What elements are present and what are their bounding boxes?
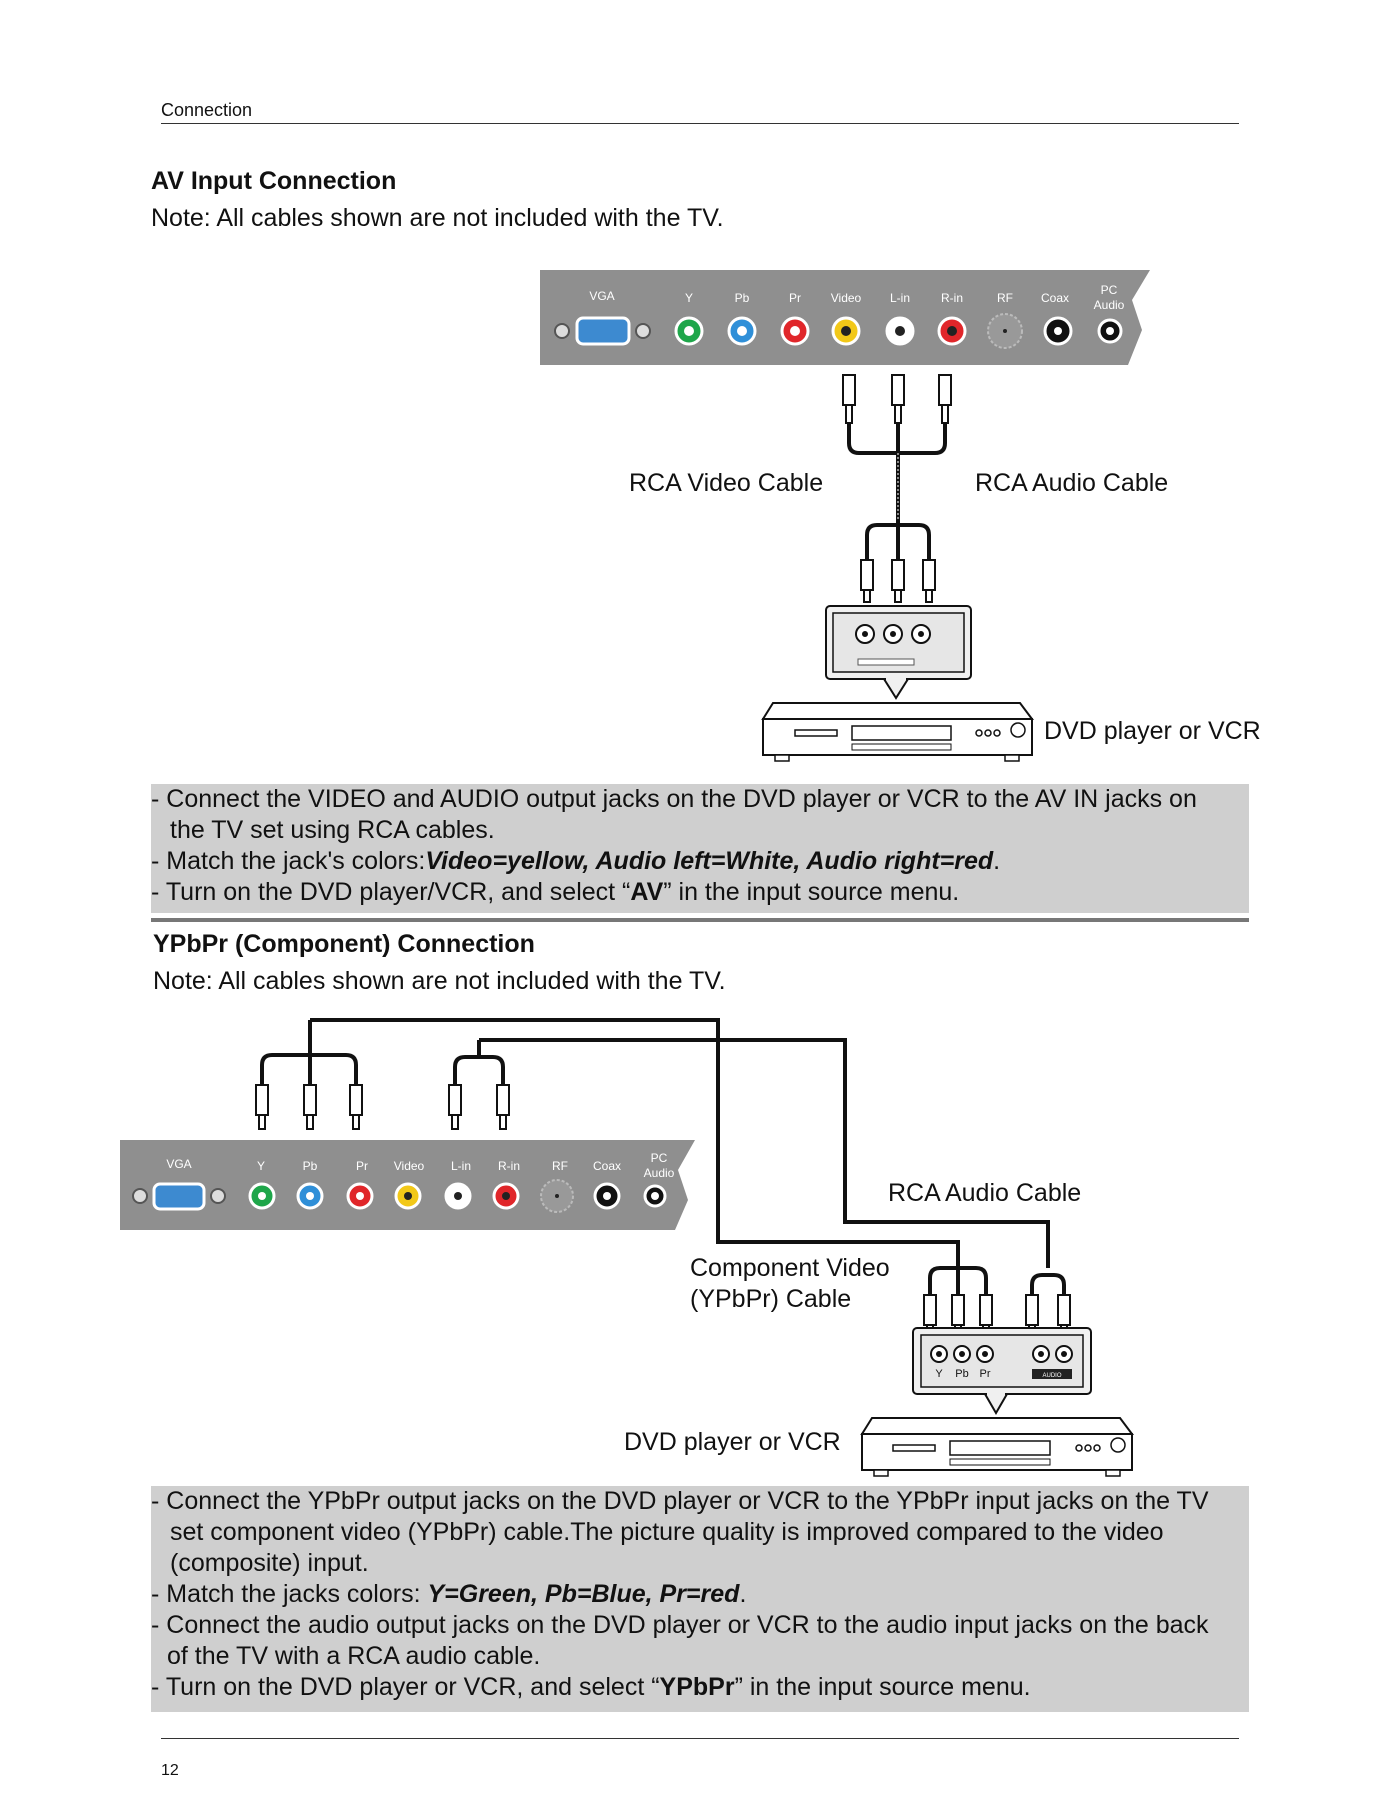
av-label-vga: VGA bbox=[589, 289, 614, 303]
av-instruction-1: - Connect the VIDEO and AUDIO output jac… bbox=[151, 785, 1197, 813]
av-top-plugs bbox=[842, 374, 952, 424]
ypbpr-label-pb: Pb bbox=[303, 1159, 318, 1173]
av-panel-labels: VGA Y Pb Pr Video L-in R-in RF Coax PC A… bbox=[589, 283, 1124, 312]
av-vga-screw-right bbox=[635, 323, 651, 339]
av-label-pc: PC bbox=[1101, 283, 1118, 297]
ypbpr-label-coax: Coax bbox=[593, 1159, 621, 1173]
ypbpr-instruction-3-cont: of the TV with a RCA audio cable. bbox=[167, 1642, 541, 1670]
ypbpr-vga-screw-right bbox=[210, 1188, 226, 1204]
av-instruction-3: - Turn on the DVD player/VCR, and select… bbox=[151, 878, 960, 906]
ypbpr-device-jack-labels: Y Pb Pr bbox=[935, 1368, 991, 1380]
av-label-lin: L-in bbox=[890, 291, 910, 305]
ypbpr-label-y: Y bbox=[257, 1159, 265, 1173]
page-header-section: Connection bbox=[161, 100, 253, 120]
av-instructions-box: - Connect the VIDEO and AUDIO output jac… bbox=[151, 784, 1249, 913]
ypbpr-component-cable-route bbox=[310, 1018, 960, 1268]
svg-text:Pr: Pr bbox=[980, 1368, 991, 1380]
page-number: 12 bbox=[161, 1762, 179, 1779]
ypbpr-section-title: YPbPr (Component) Connection bbox=[153, 930, 535, 958]
ypbpr-dvd-player-icon bbox=[860, 1417, 1134, 1477]
section-divider bbox=[151, 918, 1249, 922]
ypbpr-device-audio-badge bbox=[1032, 1369, 1072, 1379]
ypbpr-note: Note: All cables shown are not included … bbox=[153, 967, 726, 995]
ypbpr-instruction-4: - Turn on the DVD player or VCR, and sel… bbox=[151, 1673, 1031, 1701]
ypbpr-jacks bbox=[248, 1179, 667, 1213]
ypbpr-tv-audio-loop bbox=[453, 1055, 505, 1085]
av-bottom-plugs bbox=[860, 559, 936, 603]
ypbpr-vga-screw-left bbox=[132, 1188, 148, 1204]
av-jacks bbox=[674, 313, 1123, 349]
ypbpr-label-pr: Pr bbox=[356, 1159, 368, 1173]
ypbpr-device-audio-loop bbox=[1030, 1273, 1066, 1295]
av-label-video: Video bbox=[831, 291, 862, 305]
ypbpr-audio-cable-route bbox=[479, 1038, 1050, 1268]
ypbpr-connection-diagram: VGA Y Pb Pr Video L-in R-in RF Coax PC A… bbox=[120, 1018, 1134, 1477]
ypbpr-instruction-1: - Connect the YPbPr output jacks on the … bbox=[151, 1487, 1209, 1515]
ypbpr-component-cable-label-line1: Component Video bbox=[690, 1254, 890, 1282]
av-instruction-1-cont: the TV set using RCA cables. bbox=[170, 816, 495, 844]
av-label-rf: RF bbox=[997, 291, 1013, 305]
ypbpr-panel-labels: VGA Y Pb Pr Video L-in R-in RF Coax PC A… bbox=[166, 1151, 674, 1180]
av-rca-video-cable-label: RCA Video Cable bbox=[629, 469, 824, 497]
ypbpr-instruction-2: - Match the jacks colors: Y=Green, Pb=Bl… bbox=[151, 1580, 747, 1608]
header-rule bbox=[161, 123, 1239, 124]
ypbpr-device-label: DVD player or VCR bbox=[624, 1428, 841, 1456]
ypbpr-instruction-3: - Connect the audio output jacks on the … bbox=[151, 1611, 1209, 1639]
svg-text:Y: Y bbox=[935, 1368, 943, 1380]
ypbpr-callout-pointer bbox=[983, 1393, 1009, 1415]
av-label-coax: Coax bbox=[1041, 291, 1069, 305]
ypbpr-vga-port-icon bbox=[152, 1182, 206, 1211]
ypbpr-label-lin: L-in bbox=[451, 1159, 471, 1173]
ypbpr-tv-audio-plugs bbox=[448, 1084, 510, 1130]
av-instruction-2: - Match the jack's colors:Video=yellow, … bbox=[151, 847, 1001, 875]
av-note: Note: All cables shown are not included … bbox=[151, 204, 724, 232]
av-label-pb: Pb bbox=[735, 291, 750, 305]
svg-text:Pb: Pb bbox=[955, 1368, 968, 1380]
av-label-audio: Audio bbox=[1094, 298, 1125, 312]
ypbpr-label-rin: R-in bbox=[498, 1159, 520, 1173]
ypbpr-label-rf: RF bbox=[552, 1159, 568, 1173]
ypbpr-label-vga: VGA bbox=[166, 1157, 191, 1171]
av-label-pr: Pr bbox=[789, 291, 801, 305]
av-label-rin: R-in bbox=[941, 291, 963, 305]
ypbpr-tv-component-plugs bbox=[255, 1084, 363, 1130]
ypbpr-instruction-1-cont: set component video (YPbPr) cable.The pi… bbox=[170, 1518, 1164, 1546]
ypbpr-component-cable-label-line2: (YPbPr) Cable bbox=[690, 1285, 852, 1313]
ypbpr-instructions-box: - Connect the YPbPr output jacks on the … bbox=[151, 1486, 1249, 1712]
av-rca-audio-cable-label: RCA Audio Cable bbox=[975, 469, 1169, 497]
av-label-y: Y bbox=[685, 291, 693, 305]
ypbpr-label-audio: Audio bbox=[644, 1166, 675, 1180]
av-connection-diagram: VGA Y Pb Pr Video L-in R-in RF Coax PC A… bbox=[540, 270, 1150, 762]
av-vga-screw-left bbox=[554, 323, 570, 339]
av-vga-port-icon bbox=[575, 316, 631, 346]
ypbpr-instruction-1-cont2: (composite) input. bbox=[170, 1549, 369, 1577]
ypbpr-rca-audio-cable-label: RCA Audio Cable bbox=[888, 1179, 1082, 1207]
av-device-label: DVD player or VCR bbox=[1044, 717, 1261, 745]
footer-rule bbox=[161, 1738, 1239, 1739]
av-section-title: AV Input Connection bbox=[151, 167, 397, 195]
av-callout-pointer bbox=[882, 678, 910, 700]
ypbpr-device-audio-badge-text: AUDIO bbox=[1042, 1373, 1061, 1379]
ypbpr-label-video: Video bbox=[394, 1159, 425, 1173]
ypbpr-label-pc: PC bbox=[651, 1151, 668, 1165]
av-dvd-player-icon bbox=[761, 702, 1034, 762]
